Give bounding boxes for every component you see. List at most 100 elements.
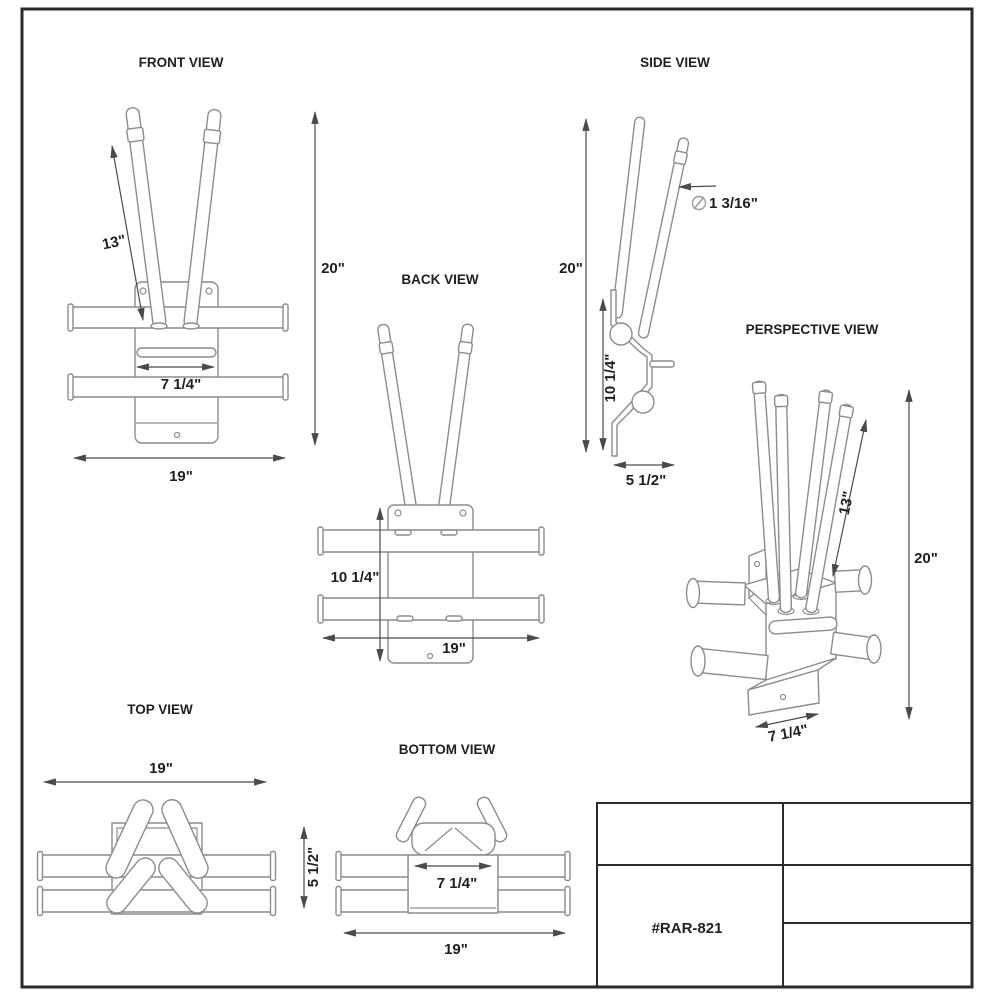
persp-plate-width-dim: 7 1/4" [767,721,810,745]
side-rod-right [637,137,690,339]
bottom-rod-stub-right [476,796,508,843]
bottom-rod-seen-through [424,827,453,852]
front-height-dim: 20" [321,260,345,277]
bar-end-cap [538,594,545,624]
bar-end-cap [866,634,882,664]
rod-cap-band [751,381,767,395]
top-view: TOP VIEW 19" 5 1/2" [36,702,322,917]
front-wall-plate [134,281,219,444]
bar-body [40,889,272,913]
front-bar-lower [67,373,289,401]
mount-hole [459,509,467,517]
weld-slot [396,615,414,622]
bottom-rod-stub-left [395,796,427,843]
back-bar-upper [317,526,545,556]
diameter-icon [691,195,707,211]
top-rod-front-right [158,857,208,914]
persp-rod-length-dim: 13" [836,490,858,517]
bar-end-cap [317,526,324,556]
front-width-dim: 19" [169,468,193,485]
bottom-view: BOTTOM VIEW 7 1/4" 19" [335,742,571,958]
front-bar-upper [67,303,289,332]
bar-end-cap [564,850,571,882]
back-bar-lower [317,594,545,624]
persp-rod-length-dim-line [831,418,868,578]
bar-end-cap [335,885,342,917]
bottom-rod-seen-through [454,827,483,852]
weld-slot [394,529,412,536]
bar-end-cap [36,850,44,882]
bar-body [338,854,409,878]
bottom-width-dim: 19" [444,941,468,958]
mount-hole [779,693,787,701]
weld-mark [150,322,168,330]
front-plate-width-dim: 7 1/4" [161,376,201,393]
rod-body [774,393,793,614]
back-plate-height-dim: 10 1/4" [331,569,380,586]
back-view-title: BACK VIEW [401,272,479,287]
bar-end-cap [36,885,44,917]
persp-rod-2 [773,393,793,614]
mount-hole [426,652,434,660]
front-view: FRONT VIEW 13" 20" [67,55,345,485]
bar-end-cap [269,885,277,917]
persp-bar-lower-right [829,631,882,664]
bar-end-cap [269,850,277,882]
bottom-bar-back [335,850,571,882]
persp-rod-1 [751,380,781,604]
top-rod-back-left [105,799,154,879]
weld-slot [445,615,463,622]
persp-bar-upper-right [833,565,873,595]
side-rod-left [611,116,646,319]
front-rod-length-dim-line [110,144,145,322]
top-depth-dim: 5 1/2" [305,847,322,887]
side-depth-dim: 5 1/2" [626,472,666,489]
title-block: #RAR-821 [596,802,973,988]
weld-slot [440,529,458,536]
rod-body [476,796,508,843]
bottom-plate-width-dim: 7 1/4" [437,875,477,892]
bar-end-cap [564,885,571,917]
persp-plate-width-dim-line [754,712,820,729]
bar-body [338,889,409,913]
rod-cap-band [817,390,834,404]
side-view-title: SIDE VIEW [640,55,710,70]
bar-end-cap [690,645,706,677]
rod-body [795,389,832,599]
top-view-title: TOP VIEW [127,702,193,717]
persp-handle-loop [768,616,838,635]
handle-outline [768,616,838,635]
rod-cap-band [126,126,145,143]
mount-hole [173,431,181,439]
front-view-title: FRONT VIEW [139,55,224,70]
persp-bar-lower-left [690,645,769,681]
rod-cap-band [457,340,473,355]
weld-mark [182,322,200,330]
top-rod-front-left [106,857,156,914]
top-width-dim: 19" [149,760,173,777]
side-plate-height-dim: 10 1/4" [602,354,619,403]
rod-body [611,116,646,319]
top-bar-front [36,885,277,917]
back-rod-right [438,323,474,512]
side-bar-section-lower [631,390,655,414]
bar-body [497,889,568,913]
bar-body [497,854,568,878]
rod-cap-band [672,150,688,166]
bar-end-cap [317,594,324,624]
bottom-bar-front [335,885,571,917]
bar-body [321,529,541,553]
diameter-leader-line [677,182,717,191]
rod-body [637,137,690,339]
persp-height-dim: 20" [914,550,938,567]
persp-bar-upper-left [685,577,747,609]
mount-hole [753,560,761,568]
rod-cap-band [378,340,394,355]
rod-cap-band [838,404,855,419]
bar-end-cap [857,565,873,595]
bar-body [697,647,769,681]
rod-cap-band [773,394,789,408]
rod-body [161,799,209,879]
